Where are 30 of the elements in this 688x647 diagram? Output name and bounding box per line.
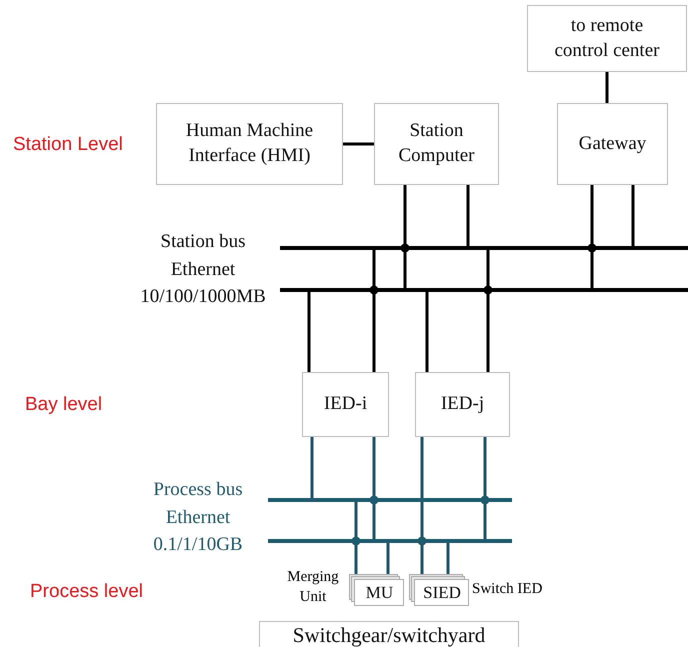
device-caption: Merging Unit bbox=[286, 568, 340, 606]
connector-line bbox=[426, 290, 428, 372]
process-box: Human Machine Interface (HMI) bbox=[156, 103, 343, 185]
level-label: Bay level bbox=[25, 393, 104, 417]
device-box: IED-j bbox=[415, 372, 510, 437]
connector-line bbox=[484, 286, 492, 372]
bus-label: Station bus Ethernet 10/100/1000MB bbox=[139, 230, 267, 310]
bus-label: Process bus Ethernet 0.1/1/10GB bbox=[152, 478, 244, 558]
process-box: Station Computer bbox=[374, 103, 499, 185]
stacked-device-box bbox=[349, 574, 404, 606]
connector-line bbox=[343, 142, 374, 146]
box-label: MU bbox=[366, 582, 394, 604]
stacked-device-box bbox=[409, 574, 469, 606]
level-label: Process level bbox=[30, 580, 144, 604]
connector-line bbox=[352, 536, 360, 574]
device-caption: Switch IED bbox=[472, 580, 544, 599]
process-box: to remote control center bbox=[527, 5, 687, 72]
connector-line bbox=[632, 185, 634, 248]
box-label: SIED bbox=[423, 582, 461, 604]
connector-line bbox=[606, 72, 608, 103]
connector-line bbox=[310, 437, 314, 500]
device-box: IED-i bbox=[302, 372, 389, 437]
connector-line bbox=[466, 185, 470, 248]
connector-line bbox=[308, 290, 310, 372]
level-label: Station Level bbox=[13, 133, 124, 157]
connector-line bbox=[370, 286, 378, 372]
connector-line bbox=[386, 541, 390, 574]
connector-line bbox=[446, 541, 450, 574]
equipment-box: Switchgear/switchyard bbox=[259, 621, 519, 647]
process-box: Gateway bbox=[557, 103, 668, 185]
